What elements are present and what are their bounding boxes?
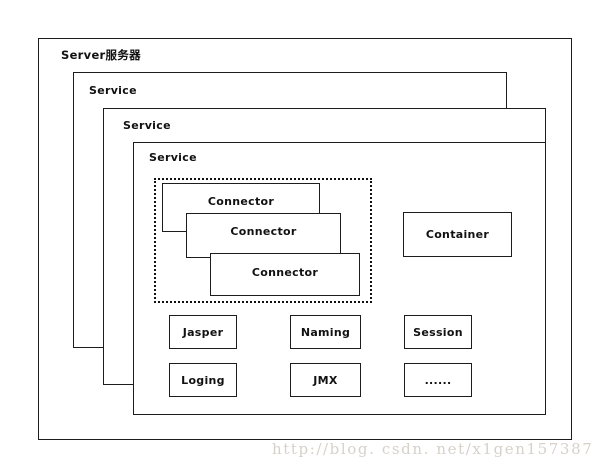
component-box-ellipsis: ......: [404, 363, 472, 397]
connector-label-2: Connector: [230, 225, 297, 238]
service-label-2: Service: [123, 119, 171, 132]
connector-box-2: Connector: [186, 213, 341, 258]
service-label-3: Service: [149, 151, 197, 164]
component-box-session: Session: [404, 315, 472, 349]
connector-group-outline: [154, 178, 372, 303]
component-box-jmx: JMX: [290, 363, 361, 397]
component-box-naming: Naming: [290, 315, 361, 349]
watermark-text: http://blog. csdn. net/x1gen157387: [272, 440, 594, 458]
connector-label-1: Connector: [207, 195, 275, 208]
connector-label-3: Connector: [251, 266, 319, 279]
server-label: Server服务器: [61, 48, 141, 62]
component-box-loging: Loging: [169, 363, 237, 397]
container-box: Container: [403, 212, 512, 257]
connector-box-3: Connector: [210, 253, 360, 296]
service-label-1: Service: [89, 84, 137, 97]
component-box-jasper: Jasper: [169, 315, 237, 349]
